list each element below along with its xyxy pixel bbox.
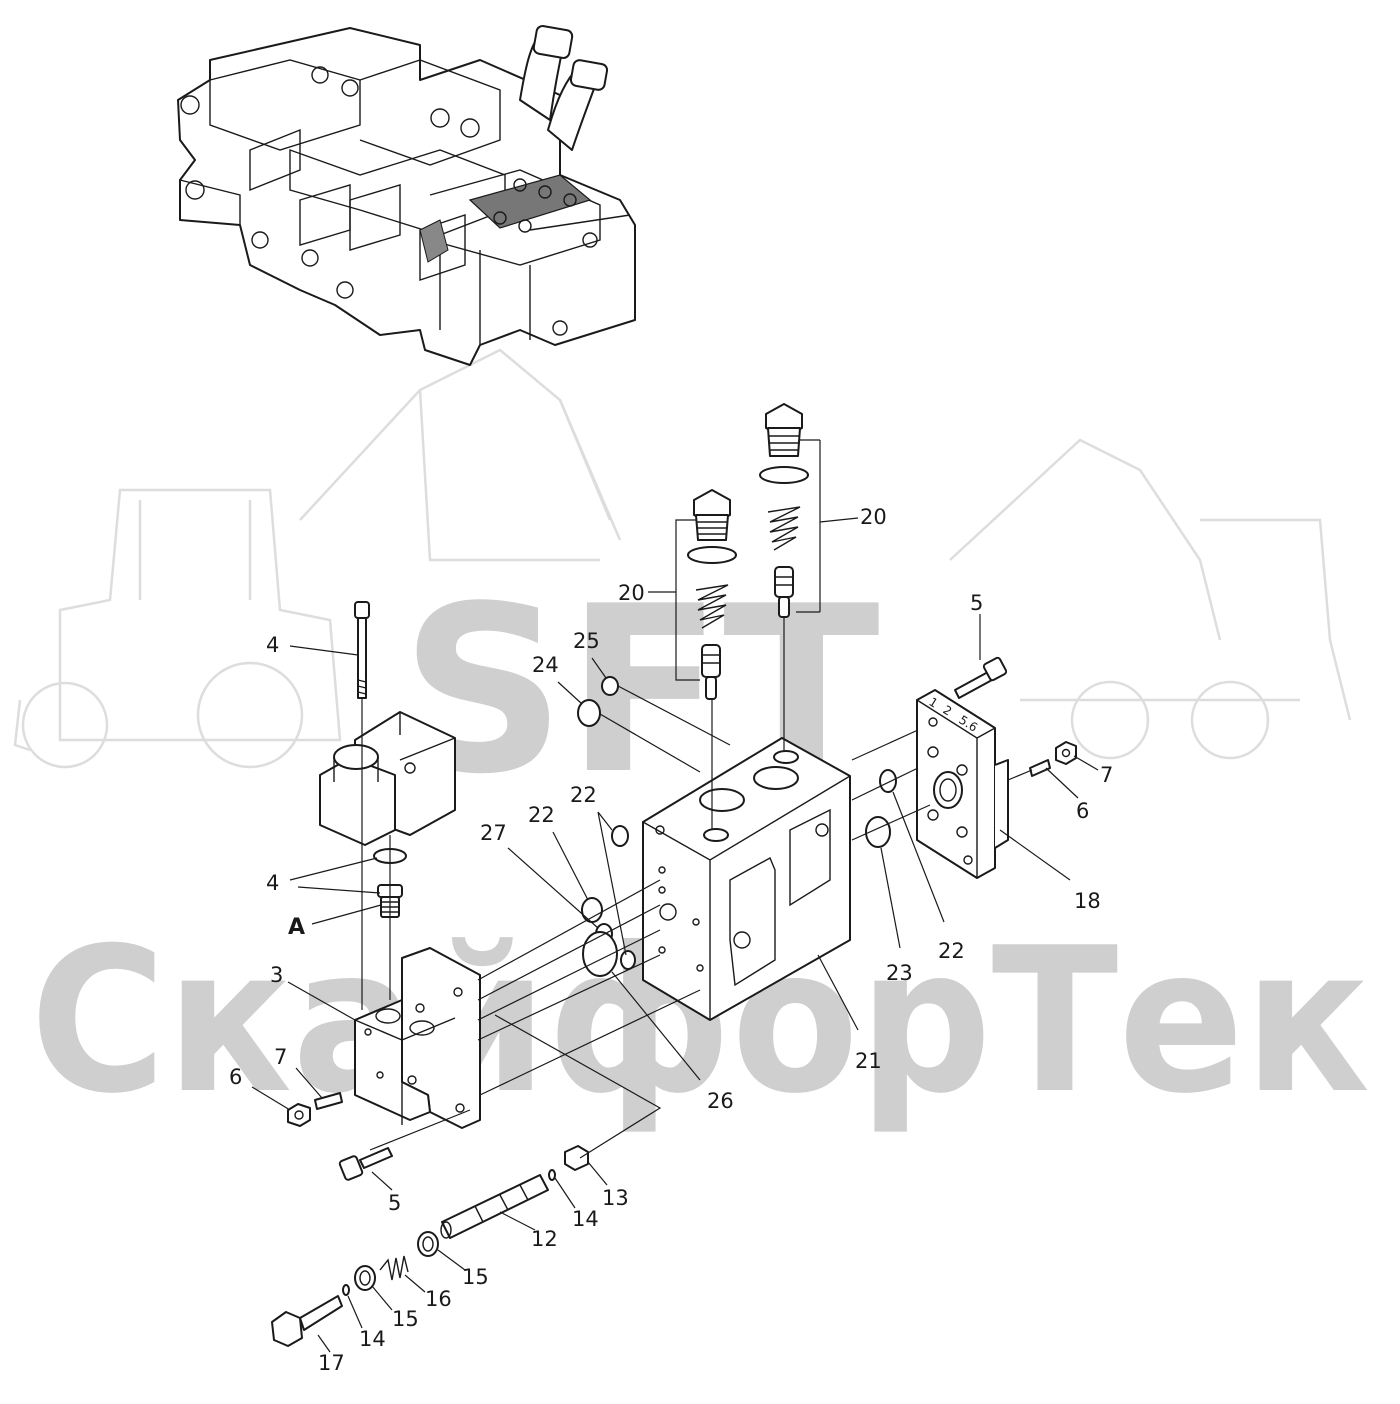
- relief-valve-20-right: [759, 403, 809, 618]
- callout-22-right: 22: [938, 939, 965, 963]
- watermark-excavator-center: [299, 348, 622, 562]
- callout-23: 23: [886, 961, 913, 985]
- callout-17: 17: [318, 1351, 345, 1375]
- spool-assembly: [271, 1145, 589, 1347]
- callout-15-lower: 15: [392, 1307, 419, 1331]
- callout-5-left: 5: [388, 1191, 401, 1215]
- spool-12: [440, 1174, 549, 1239]
- left-group: [287, 601, 481, 1181]
- cover-plate-18: 1 2 5.6: [916, 689, 1009, 879]
- callouts: 4 4 A 3 7 6 5 13 14 12 15 16 15 14 17 20: [229, 439, 1113, 1375]
- callout-18: 18: [1074, 889, 1101, 913]
- spring-16: [379, 1255, 409, 1281]
- o-ring-22-left: [581, 897, 603, 923]
- callout-6-right: 6: [1076, 799, 1089, 823]
- callout-16: 16: [425, 1287, 452, 1311]
- o-rings-middle: [577, 676, 897, 977]
- o-ring-25: [601, 676, 619, 696]
- ring-14-upper: [548, 1169, 556, 1181]
- callout-24: 24: [532, 653, 559, 677]
- callout-12: 12: [531, 1227, 558, 1251]
- bolt-5-left: [338, 1147, 393, 1181]
- watermark-excavator-right: [949, 438, 1352, 760]
- nut-6-left: [287, 1103, 311, 1127]
- watermark: SFT СкайфорТек: [13, 348, 1370, 1138]
- callout-6-left: 6: [229, 1065, 242, 1089]
- callout-14-upper: 14: [572, 1207, 599, 1231]
- o-ring-24: [577, 699, 601, 727]
- bolt-4: [354, 601, 370, 699]
- o-ring-22-small: [620, 950, 636, 970]
- stud-7-left: [314, 1092, 343, 1110]
- seat-15-lower: [354, 1265, 376, 1291]
- callout-26: 26: [707, 1089, 734, 1113]
- callout-7-left: 7: [274, 1045, 287, 1069]
- o-ring-23: [865, 816, 891, 848]
- valve-body-21: [642, 737, 851, 1021]
- nut-6-right: [1055, 741, 1077, 765]
- callout-20-left: 20: [618, 581, 645, 605]
- o-ring-26: [582, 931, 618, 977]
- guide-lines: [361, 617, 1033, 1159]
- callout-4-bolt: 4: [266, 633, 279, 657]
- o-ring-22-right: [879, 769, 897, 793]
- valve-block-3: [354, 947, 481, 1129]
- plug-17: [271, 1295, 343, 1347]
- callout-13: 13: [602, 1186, 629, 1210]
- watermark-tractor-left: [13, 488, 342, 769]
- callout-22-top: 22: [570, 783, 597, 807]
- relief-valve-20-left: [687, 489, 737, 700]
- callout-a: A: [288, 915, 305, 940]
- bolt-5-right: [954, 656, 1008, 699]
- solenoid-coil: [319, 711, 456, 846]
- cap-13: [564, 1145, 589, 1171]
- callout-14-lower: 14: [359, 1327, 386, 1351]
- callout-3: 3: [270, 963, 283, 987]
- callout-15-upper: 15: [462, 1265, 489, 1289]
- callout-7-right: 7: [1100, 763, 1113, 787]
- callout-20-right: 20: [860, 505, 887, 529]
- callout-4-oring: 4: [266, 871, 279, 895]
- callout-22-left: 22: [528, 803, 555, 827]
- callout-25: 25: [573, 629, 600, 653]
- stud-7-right: [1029, 759, 1051, 777]
- callout-27: 27: [480, 821, 507, 845]
- callout-21: 21: [855, 1049, 882, 1073]
- valve-assembly-overview: [177, 25, 636, 366]
- ring-14-lower: [342, 1284, 350, 1296]
- o-ring-22-top: [611, 825, 629, 847]
- seat-15-upper: [417, 1231, 439, 1257]
- callout-5-right: 5: [970, 591, 983, 615]
